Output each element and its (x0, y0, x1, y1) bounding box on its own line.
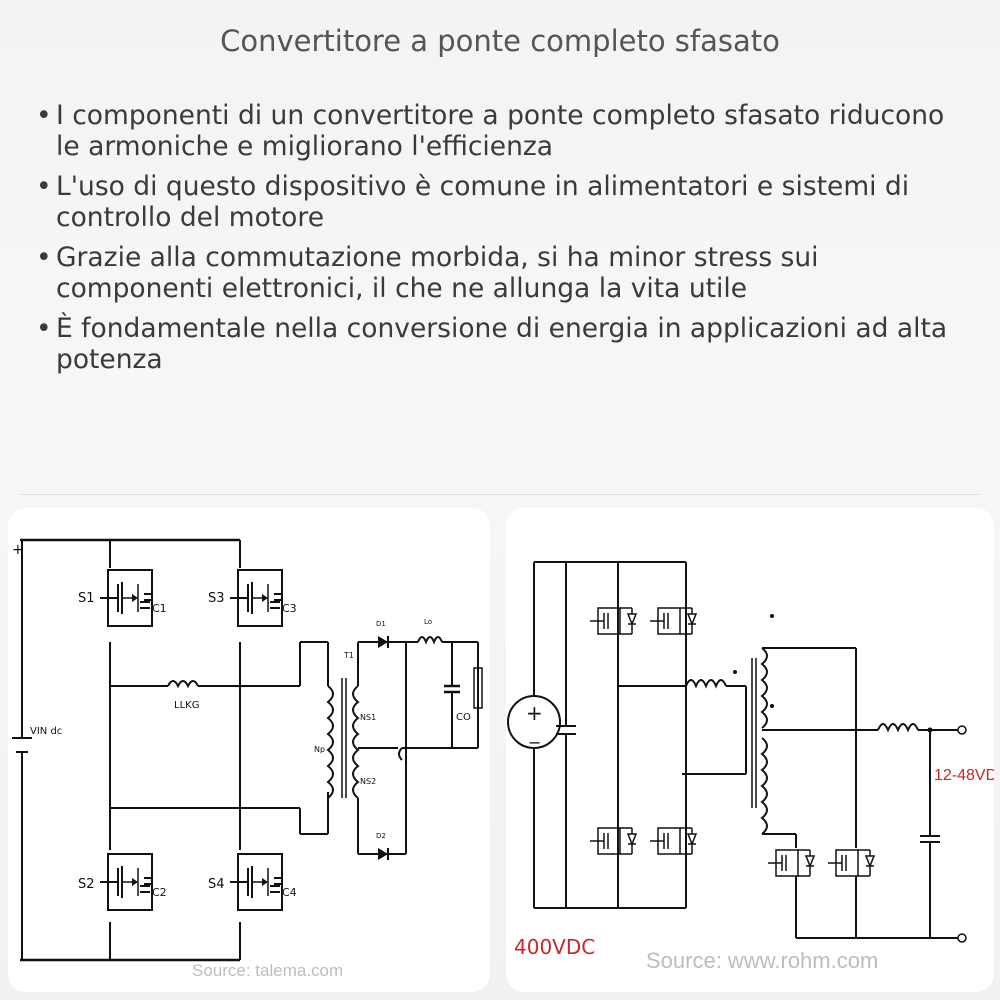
bullet-text: Grazie alla commutazione morbida, si ha … (56, 242, 819, 304)
bullet-text: I componenti di un convertitore a ponte … (56, 100, 945, 162)
bullet-dot: • (36, 242, 52, 273)
bullet-item: •L'uso di questo dispositivo è comune in… (36, 171, 966, 233)
sync-rectifier-2 (827, 849, 875, 877)
c4-label: C4 (282, 886, 297, 899)
divider (20, 494, 980, 495)
source-plus: + (526, 701, 543, 725)
output-terminal-negative (957, 933, 967, 943)
switch-s2 (99, 853, 153, 911)
transformer-primary (326, 685, 334, 799)
switch-s1 (99, 569, 153, 627)
igbt-3 (589, 827, 637, 855)
ns2-label: NS2 (360, 777, 376, 786)
vin-label: VIN dc (30, 726, 62, 737)
co-label: CO (456, 712, 471, 723)
plus-label: + (12, 542, 24, 558)
leakage-inductor (167, 680, 199, 689)
t1-label: T1 (343, 651, 354, 660)
c1-label: C1 (152, 602, 167, 615)
switch-s3 (229, 569, 283, 627)
output-terminal-positive (957, 725, 967, 735)
output-inductor (417, 636, 443, 645)
bullet-dot: • (36, 313, 52, 344)
right-circuit-panel: + − (506, 508, 994, 992)
full-bridge-rohm-diagram: + − (507, 561, 994, 973)
bullet-text: L'uso di questo dispositivo è comune in … (56, 171, 910, 233)
ns1-label: NS1 (360, 713, 376, 722)
d2-label: D2 (376, 832, 386, 840)
llkg-label: LLKG (174, 700, 199, 711)
left-circuit-panel: + VIN dc S1 S3 S2 S4 C1 C3 C2 C4 (8, 508, 490, 992)
c2-label: C2 (152, 886, 167, 899)
output-inductor (877, 723, 919, 733)
s3-label: S3 (208, 591, 225, 606)
resonant-inductor (685, 679, 727, 689)
transformer-secondary (352, 685, 360, 799)
source-label: Source: www.rohm.com (646, 948, 878, 973)
bullet-item: •I componenti di un convertitore a ponte… (36, 100, 966, 162)
igbt-1 (589, 607, 637, 635)
s4-label: S4 (208, 877, 225, 892)
bullet-text: È fondamentale nella conversione di ener… (56, 313, 948, 375)
bullet-item: •Grazie alla commutazione morbida, si ha… (36, 242, 966, 304)
igbt-2 (649, 607, 697, 635)
bullet-list: •I componenti di un convertitore a ponte… (36, 100, 966, 384)
source-label: Source: talema.com (192, 961, 343, 980)
s1-label: S1 (78, 591, 95, 606)
load-resistor (473, 667, 483, 709)
d1-label: D1 (376, 620, 386, 628)
lo-label: Lo (424, 618, 432, 626)
bullet-item: •È fondamentale nella conversione di ene… (36, 313, 966, 375)
switch-s4 (229, 853, 283, 911)
source-minus: − (528, 733, 541, 752)
vin-label: 400VDC (514, 935, 595, 959)
s2-label: S2 (78, 877, 95, 892)
igbt-4 (649, 827, 697, 855)
c3-label: C3 (282, 602, 297, 615)
phase-shift-full-bridge-diagram: + VIN dc S1 S3 S2 S4 C1 C3 C2 C4 (12, 538, 483, 980)
bullet-dot: • (36, 171, 52, 202)
page-title: Convertitore a ponte completo sfasato (220, 24, 780, 58)
sync-rectifier-1 (767, 849, 815, 877)
vout-label: 12-48VDC (934, 767, 994, 784)
np-label: Np (314, 745, 325, 754)
bullet-dot: • (36, 100, 52, 131)
